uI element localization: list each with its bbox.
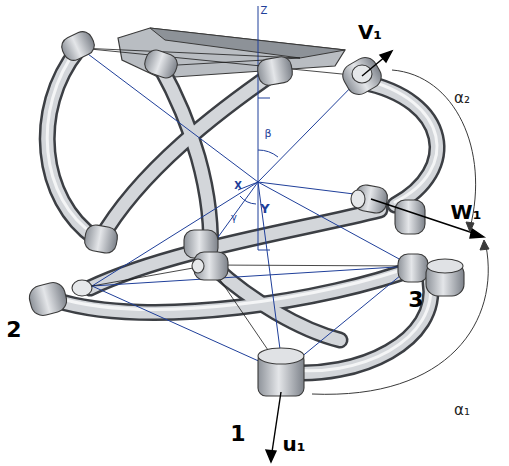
platform-lines — [80, 48, 412, 372]
axis-label: Y — [260, 202, 269, 215]
revolute-joints — [27, 28, 464, 396]
joint-axes — [266, 51, 484, 462]
callout-number: 1 — [230, 423, 245, 445]
axis-label: u₁ — [283, 434, 306, 454]
angle-label: α₂ — [454, 91, 470, 106]
axis-label: W₁ — [451, 202, 482, 222]
angle-label: β — [264, 128, 271, 139]
axis-lines — [80, 6, 412, 372]
axis-label: Z — [261, 6, 268, 16]
angle-label: γ — [231, 213, 237, 223]
angle-label: α₁ — [454, 403, 470, 418]
angle-arcs — [312, 70, 489, 394]
callout-number: 2 — [6, 319, 21, 341]
callout-number: 3 — [408, 289, 423, 311]
axis-label: V₁ — [358, 22, 382, 42]
axis-label: X — [234, 181, 242, 191]
curved-links — [47, 47, 437, 373]
